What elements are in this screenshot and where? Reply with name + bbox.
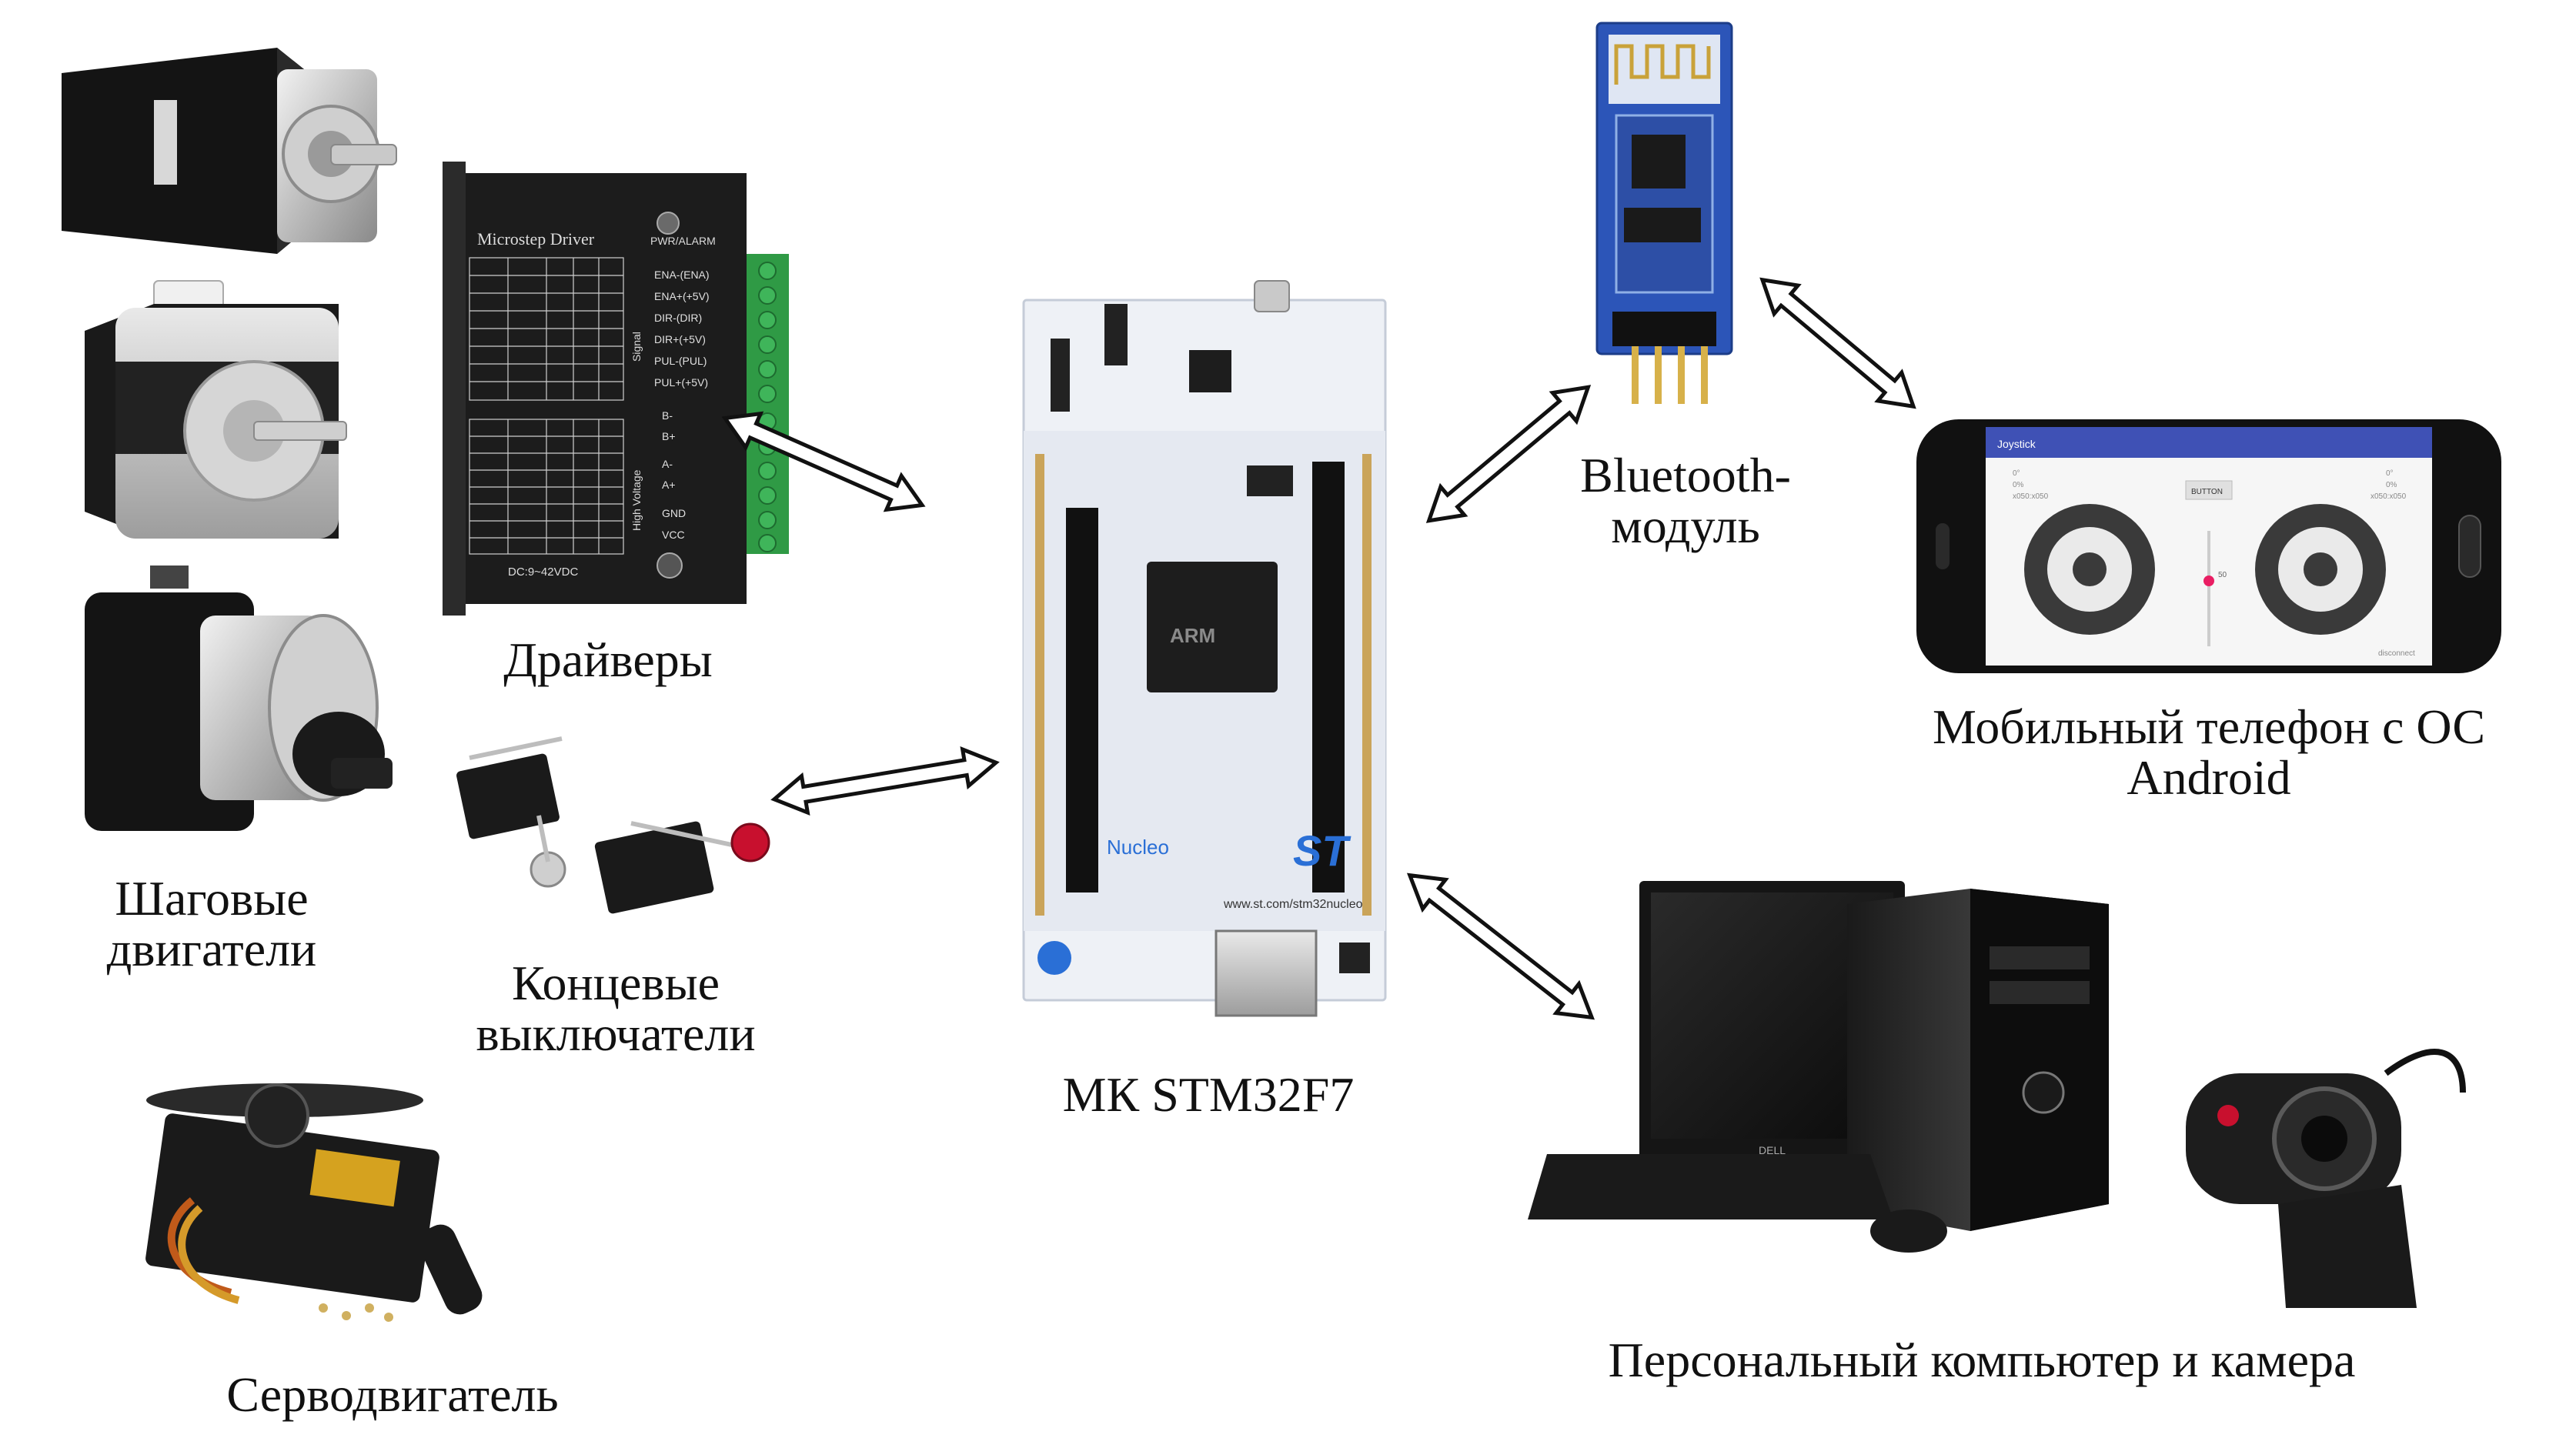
terminal-label: B+ (662, 430, 676, 442)
arrow-drivers-mcu (721, 411, 926, 512)
label-line: Bluetooth- (1580, 448, 1791, 502)
terminal-label: DIR+(+5V) (654, 333, 706, 345)
stepper-motor-icon (62, 48, 397, 254)
joystick-icon (2255, 504, 2386, 635)
terminal-label: ENA+(+5V) (654, 290, 710, 302)
monitor-brand: DELL (1759, 1144, 1786, 1156)
label-servo: Серводвигатель (139, 1370, 647, 1420)
right-readout: 0° (2386, 469, 2394, 478)
driver-high-voltage-label: High Voltage (630, 469, 643, 531)
bluetooth-module-icon (1595, 22, 1733, 404)
smartphone-icon: Joystick 0° 0% x050:x050 0° 0% x050:x050… (1916, 419, 2501, 673)
limit-switch-icon (594, 821, 770, 914)
driver-pwr-alarm: PWR/ALARM (650, 235, 716, 247)
board-logo: ST (1293, 826, 1351, 875)
terminal-label: DIR-(DIR) (654, 312, 702, 324)
label-bluetooth: Bluetooth- модуль (1532, 450, 1839, 552)
driver-signal-label: Signal (630, 332, 643, 362)
terminal-label: A- (662, 458, 673, 470)
terminal-label: VCC (662, 529, 685, 541)
right-readout: 0% (2386, 481, 2397, 489)
arrow-mcu-bluetooth (1425, 385, 1592, 523)
webcam-icon (2186, 1049, 2466, 1308)
label-line: МК STM32F7 (1062, 1067, 1355, 1122)
left-readout: x050:x050 (2013, 492, 2049, 501)
terminal-label: B- (662, 409, 673, 422)
board-brand: Nucleo (1107, 836, 1169, 859)
label-line: Концевые (511, 956, 720, 1010)
terminal-label: GND (662, 507, 686, 519)
stepper-motor-icon (85, 280, 347, 539)
left-readout: 0% (2013, 481, 2024, 489)
label-drivers: Драйверы (446, 635, 770, 686)
label-line: Шаговые (115, 871, 309, 926)
desktop-pc-icon: DELL (1528, 881, 2109, 1253)
label-line: Персональный компьютер и камера (1608, 1333, 2356, 1387)
label-limit-switches: Концевые выключатели (439, 958, 793, 1059)
label-line: Драйверы (503, 632, 713, 687)
left-readout: 0° (2013, 469, 2020, 478)
slider-value: 50 (2218, 571, 2227, 579)
app-button: BUTTON (2191, 488, 2223, 496)
label-line: Android (2127, 750, 2291, 805)
chip-marking: ARM (1170, 624, 1215, 647)
board-url: www.st.com/stm32nucleo (1223, 898, 1363, 911)
arrow-switches-mcu (770, 746, 1000, 816)
servo-motor-icon (145, 1083, 483, 1322)
disconnect-label: disconnect (2378, 649, 2415, 658)
label-pc: Персональный компьютер и камера (1501, 1335, 2463, 1386)
terminal-label: PUL+(+5V) (654, 376, 708, 389)
label-line: Мобильный телефон с ОС (1932, 699, 2486, 754)
driver-module-icon: Microstep Driver PWR/ALARM Signal High V… (443, 162, 789, 616)
joystick-icon (2024, 504, 2155, 635)
nucleo-board-icon: ARM Nucleo ST www.st.com/stm32nucleo (1022, 280, 1387, 1017)
arrow-mcu-pc (1406, 872, 1595, 1020)
driver-footer: DC:9~42VDC (508, 566, 578, 579)
arrow-bluetooth-phone (1759, 277, 1916, 409)
terminal-label: ENA-(ENA) (654, 269, 710, 281)
driver-title: Microstep Driver (477, 229, 595, 249)
label-stepper-motors: Шаговые двигатели (46, 873, 377, 975)
label-line: модуль (1611, 499, 1760, 553)
label-line: Серводвигатель (226, 1367, 559, 1422)
terminal-label: PUL-(PUL) (654, 355, 707, 367)
right-readout: x050:x050 (2371, 492, 2407, 501)
label-phone: Мобильный телефон с ОС Android (1832, 702, 2576, 803)
label-mcu: МК STM32F7 (1016, 1069, 1401, 1120)
limit-switch-icon (456, 736, 566, 888)
label-line: выключатели (476, 1006, 756, 1061)
stepper-motor-icon (85, 566, 393, 831)
app-title: Joystick (1997, 438, 2036, 450)
terminal-label: A+ (662, 479, 676, 491)
label-line: двигатели (106, 922, 317, 976)
